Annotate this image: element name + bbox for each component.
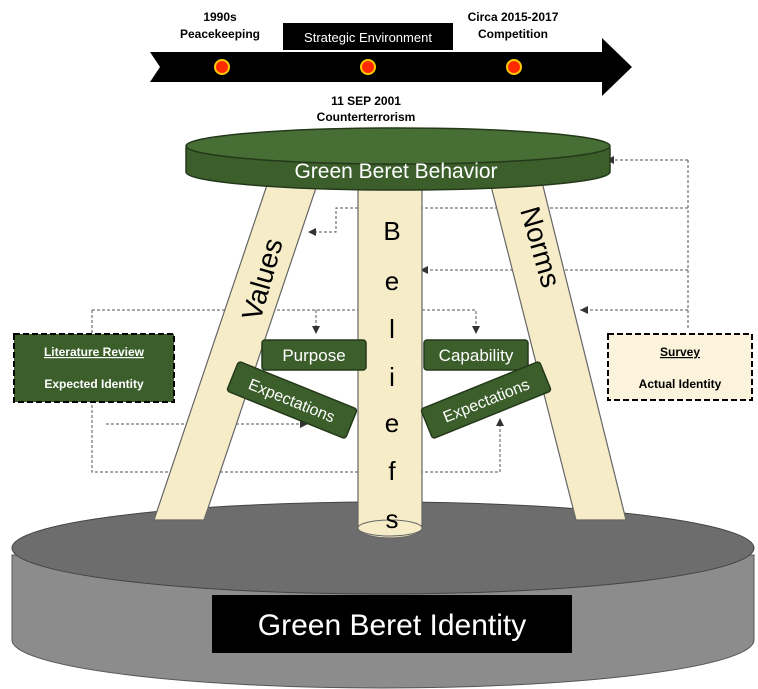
label-1990s-theme: Peacekeeping <box>180 27 260 41</box>
beliefs-letter: e <box>385 408 399 438</box>
timeline: 1990s Peacekeeping Strategic Environment… <box>150 10 632 124</box>
brace-expectations-left <box>226 361 358 439</box>
timeline-dot-2001 <box>360 59 376 75</box>
timeline-arrow <box>150 38 632 96</box>
strategic-environment-banner <box>283 23 453 50</box>
beliefs-letter: e <box>385 266 399 296</box>
seat-label: Green Beret Behavior <box>294 160 497 183</box>
stool-legs: Values Norms B e l i e f s <box>153 181 627 539</box>
label-2001-theme: Counterterrorism <box>317 110 416 124</box>
literature-review-title: Literature Review <box>44 345 145 359</box>
brace-purpose-label: Purpose <box>282 346 345 365</box>
survey-box: Survey Actual Identity <box>607 333 753 401</box>
beliefs-letter: i <box>389 362 395 392</box>
identity-label: Green Beret Identity <box>258 609 526 642</box>
label-2015-year: Circa 2015-2017 <box>468 10 559 24</box>
label-2015-theme: Competition <box>478 27 548 41</box>
identity-label-box <box>212 595 572 653</box>
expected-identity-label: Expected Identity <box>44 377 144 391</box>
beliefs-letter: l <box>389 314 395 344</box>
beliefs-letter: B <box>383 216 400 246</box>
timeline-dot-2015 <box>506 59 522 75</box>
seat-top <box>185 127 611 165</box>
label-1990s-year: 1990s <box>203 10 237 24</box>
beliefs-letter: f <box>388 456 396 486</box>
brace-capability <box>423 339 529 371</box>
identity-base: Green Beret Identity <box>11 501 755 689</box>
actual-identity-label: Actual Identity <box>639 377 722 391</box>
beliefs-letter: s <box>386 504 399 534</box>
survey-title: Survey <box>660 345 700 359</box>
stool-seat: Green Beret Behavior <box>185 127 611 191</box>
label-2001-date: 11 SEP 2001 <box>331 94 401 108</box>
strategic-environment-label: Strategic Environment <box>304 30 432 45</box>
brace-expectations-right <box>420 361 552 439</box>
timeline-dot-1990s <box>214 59 230 75</box>
literature-review-box: Literature Review Expected Identity <box>13 333 175 403</box>
brace-capability-label: Capability <box>439 346 514 365</box>
leg-beliefs-label: B e l i e f s <box>383 216 400 534</box>
brace-purpose <box>261 339 367 371</box>
